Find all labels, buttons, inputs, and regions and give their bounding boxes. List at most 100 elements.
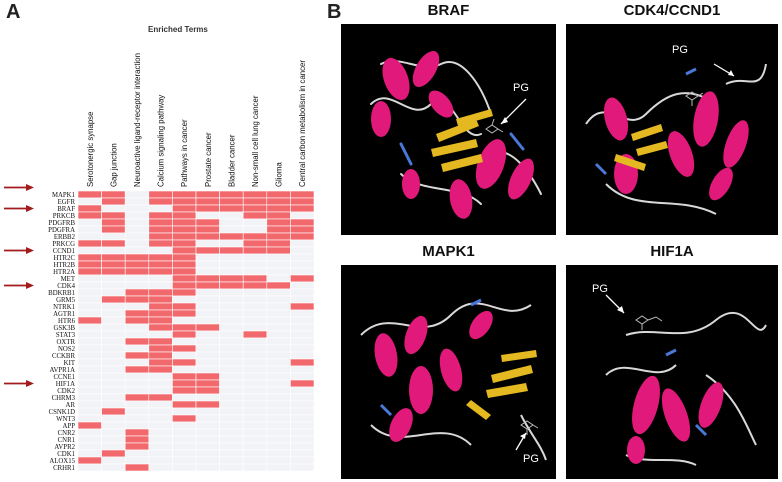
arrow-icon [26, 184, 34, 191]
heatmap-cell [195, 302, 220, 311]
term-label: Calcium signaling pathway [157, 95, 166, 187]
heatmap-cell [219, 358, 244, 367]
heatmap-cell [101, 358, 126, 367]
heatmap-cell [101, 274, 126, 283]
heatmap-chart: MAPK1EGFRBRAFPRKCBPDGFRBPDGFRAERBB2PRKCG… [4, 53, 315, 472]
heatmap-cell [148, 386, 173, 395]
heatmap-cell [148, 302, 173, 311]
heatmap-cell [124, 351, 150, 360]
heatmap-cell [148, 225, 173, 234]
heatmap-cell [148, 351, 173, 360]
heatmap-cell [148, 232, 173, 241]
heatmap-cell [290, 204, 315, 213]
heatmap-cell [266, 337, 291, 346]
heatmap-cell [195, 232, 220, 241]
heatmap-cell [195, 449, 220, 458]
heatmap-cell [101, 225, 126, 234]
heatmap-cell [195, 330, 220, 339]
heatmap-cell [242, 260, 268, 269]
heatmap-cell [266, 295, 291, 304]
heatmap-cell [77, 239, 102, 248]
heatmap-cell [101, 400, 126, 409]
heatmap-cell [148, 379, 173, 388]
gene-label: HTR2B [53, 262, 75, 269]
heatmap-cell [290, 274, 315, 283]
heatmap-cell [195, 337, 220, 346]
heatmap-cell [77, 435, 102, 444]
heatmap-cell [172, 372, 197, 381]
heatmap-cell [124, 204, 150, 213]
heatmap-cell [219, 295, 244, 304]
gene-label: HTR2C [53, 255, 75, 262]
heatmap-cell [242, 351, 268, 360]
heatmap-cell [124, 309, 150, 318]
heatmap-cell [242, 379, 268, 388]
heatmap-cell [172, 246, 197, 255]
heatmap-cell [101, 218, 126, 227]
heatmap-cell [148, 295, 173, 304]
heatmap-cell [77, 211, 102, 220]
heatmap-cell [242, 428, 268, 437]
heatmap-cell [290, 393, 315, 402]
heatmap-cell [124, 414, 150, 423]
heatmap-cell [290, 372, 315, 381]
heatmap-cell [77, 274, 102, 283]
heatmap-cell [219, 372, 244, 381]
heatmap-cell [290, 260, 315, 269]
heatmap-cell [77, 365, 102, 374]
heatmap-cell [195, 218, 220, 227]
heatmap-cell [266, 428, 291, 437]
heatmap-cell [148, 309, 173, 318]
gene-label: ALOX15 [49, 458, 75, 465]
heatmap-cell [290, 414, 315, 423]
heatmap-cell [124, 295, 150, 304]
heatmap-cell [101, 330, 126, 339]
gene-label: GSK3B [53, 325, 75, 332]
hif1a-ribbon-image [605, 294, 767, 466]
heatmap-cell [219, 309, 244, 318]
heatmap-cell [77, 407, 102, 416]
heatmap-cell [172, 295, 197, 304]
heatmap-cell [195, 386, 220, 395]
heatmap-cell [101, 435, 126, 444]
heatmap-cell [172, 274, 197, 283]
heatmap-cell [242, 197, 268, 206]
heatmap-cell [242, 204, 268, 213]
heatmap-cell [77, 204, 102, 213]
heatmap-cell [148, 323, 173, 332]
heatmap-cell [172, 449, 197, 458]
heatmap-cell [242, 358, 268, 367]
heatmap-cell [290, 232, 315, 241]
heatmap-cell [290, 218, 315, 227]
heatmap-cell [242, 288, 268, 297]
heatmap-cell [101, 239, 126, 248]
heatmap-cell [148, 190, 173, 199]
heatmap-cell [101, 456, 126, 465]
heatmap-cell [290, 302, 315, 311]
heatmap-cell [77, 288, 102, 297]
gene-label: CCNE1 [53, 374, 75, 381]
gene-label: NOS2 [58, 346, 76, 353]
heatmap-cell [148, 358, 173, 367]
heatmap-cell [219, 407, 244, 416]
heatmap-cell [219, 211, 244, 220]
heatmap-cell [242, 232, 268, 241]
heatmap-cell [219, 232, 244, 241]
heatmap-cell [242, 463, 268, 472]
heatmap-cell [101, 428, 126, 437]
heatmap-cell [195, 414, 220, 423]
heatmap-cell [77, 232, 102, 241]
heatmap-cell [148, 246, 173, 255]
heatmap-cell [148, 400, 173, 409]
heatmap-cell [172, 442, 197, 451]
heatmap-cell [195, 253, 220, 262]
heatmap-cell [219, 421, 244, 430]
mapk1-ribbon-image [360, 298, 547, 461]
heatmap-cell [242, 316, 268, 325]
heatmap-cell [101, 365, 126, 374]
gene-label: AGTR1 [53, 311, 75, 318]
term-label: Non-small cell lung cancer [251, 95, 260, 187]
heatmap-cell [266, 190, 291, 199]
heatmap-cell [219, 428, 244, 437]
arrow-icon [26, 380, 34, 387]
